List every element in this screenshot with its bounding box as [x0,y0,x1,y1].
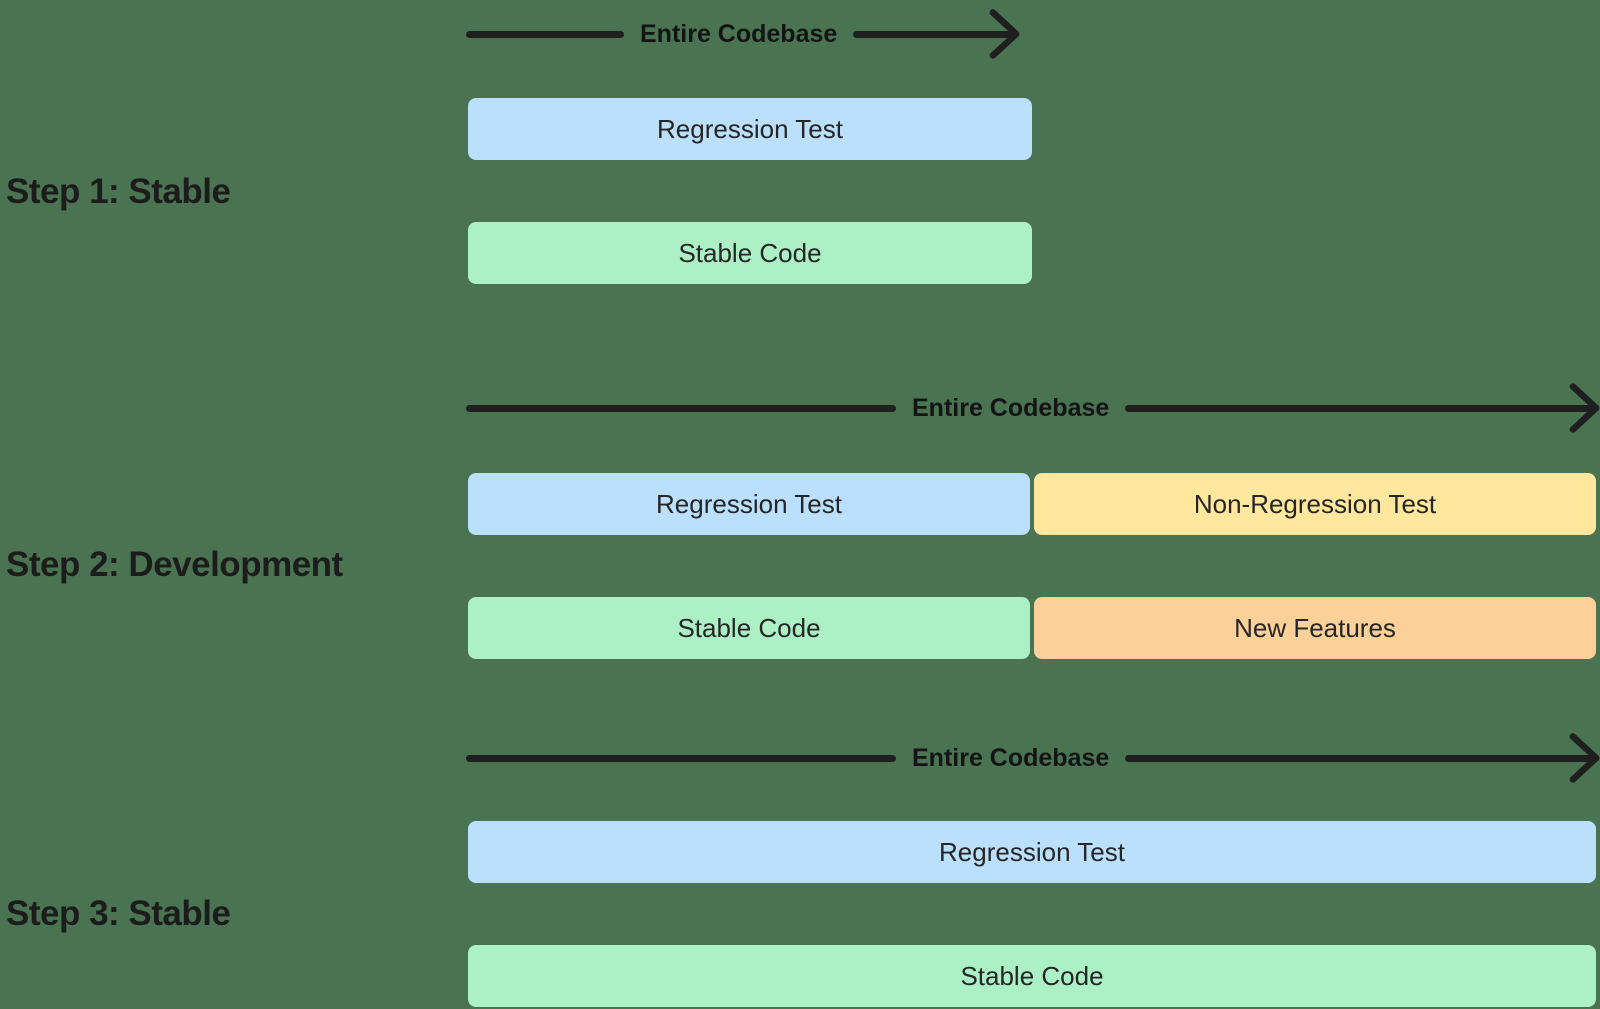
stable-code-box: Stable Code [468,945,1596,1007]
regression-test-box: Regression Test [468,821,1596,883]
entire-codebase-arrow-step1: Entire Codebase [466,9,1020,59]
arrow-label: Entire Codebase [912,743,1110,772]
arrow-right-icon [1569,383,1600,433]
arrow-label: Entire Codebase [640,19,838,48]
new-features-box: New Features [1034,597,1596,659]
step-1-label: Step 1: Stable [6,172,231,211]
step-3-label: Step 3: Stable [6,894,231,933]
arrow-right-icon [989,9,1020,59]
arrow-line [466,404,896,412]
stable-code-box: Stable Code [468,222,1032,284]
regression-test-box: Regression Test [468,473,1030,535]
arrow-right-icon [1569,733,1600,783]
non-regression-test-box: Non-Regression Test [1034,473,1596,535]
stable-code-box: Stable Code [468,597,1030,659]
arrow-label: Entire Codebase [912,393,1110,422]
regression-test-box: Regression Test [468,98,1032,160]
entire-codebase-arrow-step2: Entire Codebase [466,383,1600,433]
arrow-line [466,30,624,38]
arrow-line [1125,733,1600,783]
arrow-line [466,754,896,762]
arrow-line [853,9,1020,59]
arrow-line [1125,383,1600,433]
entire-codebase-arrow-step3: Entire Codebase [466,733,1600,783]
step-2-label: Step 2: Development [6,545,343,584]
